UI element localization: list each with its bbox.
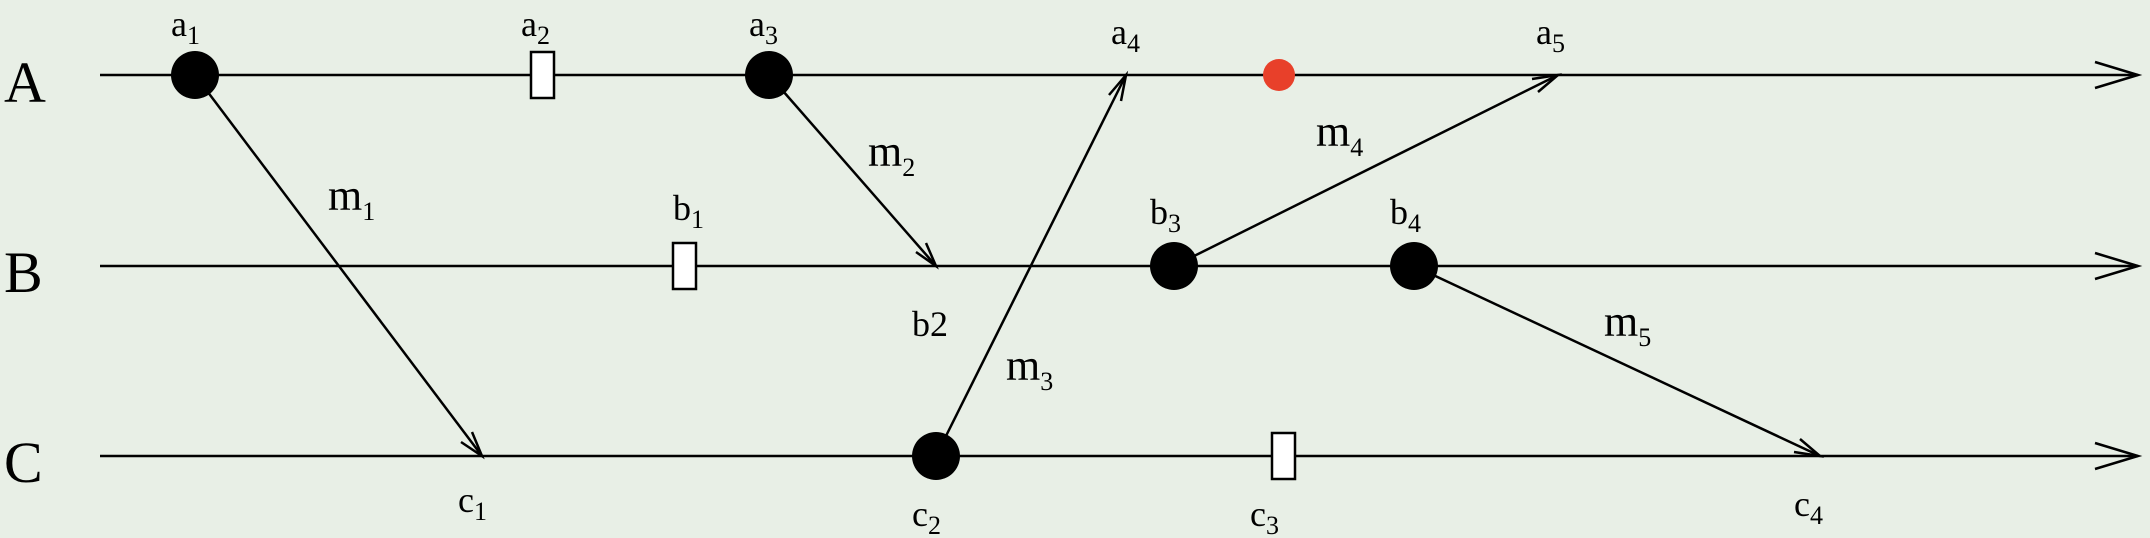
event-box-a2 bbox=[529, 50, 556, 100]
event-label-c3: c3 bbox=[1250, 494, 1279, 538]
event-dot-c2 bbox=[912, 432, 960, 480]
event-box-c3 bbox=[1270, 431, 1297, 481]
event-label-a2: a2 bbox=[521, 4, 550, 50]
event-label-b1: b1 bbox=[673, 188, 704, 234]
message-arrow-m2 bbox=[768, 74, 939, 270]
process-label-c: C bbox=[4, 430, 43, 495]
message-arrow-m3 bbox=[934, 70, 1129, 457]
event-label-a1: a1 bbox=[171, 4, 200, 50]
message-arrow-m4 bbox=[1173, 73, 1563, 268]
event-box-b1 bbox=[671, 241, 698, 291]
event-label-b3: b3 bbox=[1150, 192, 1181, 238]
timeline-c bbox=[100, 441, 2143, 471]
event-label-c1: c1 bbox=[458, 480, 487, 526]
event-label-c2: c2 bbox=[912, 494, 941, 538]
event-dot-b3 bbox=[1150, 242, 1198, 290]
message-label-m1: m1 bbox=[328, 171, 375, 226]
event-dot-a1 bbox=[171, 51, 219, 99]
event-label-c4: c4 bbox=[1794, 484, 1823, 530]
event-label-a3: a3 bbox=[749, 4, 778, 50]
event-dot-b4 bbox=[1390, 242, 1438, 290]
message-label-m4: m4 bbox=[1316, 107, 1363, 162]
message-arrow-m5 bbox=[1413, 264, 1825, 458]
event-red-dot bbox=[1263, 59, 1295, 91]
event-label-a5: a5 bbox=[1536, 12, 1565, 58]
process-label-b: B bbox=[4, 240, 43, 305]
timeline-a bbox=[100, 60, 2143, 90]
message-label-m3: m3 bbox=[1006, 341, 1053, 396]
timeline-b bbox=[100, 251, 2143, 281]
message-label-m2: m2 bbox=[868, 127, 915, 182]
process-label-a: A bbox=[4, 50, 46, 115]
message-arrow-m1 bbox=[194, 74, 485, 460]
event-dot-a3 bbox=[745, 51, 793, 99]
event-label-b2: b2 bbox=[912, 304, 948, 344]
message-label-m5: m5 bbox=[1604, 297, 1651, 352]
event-label-a4: a4 bbox=[1111, 12, 1140, 58]
event-label-b4: b4 bbox=[1390, 192, 1421, 238]
